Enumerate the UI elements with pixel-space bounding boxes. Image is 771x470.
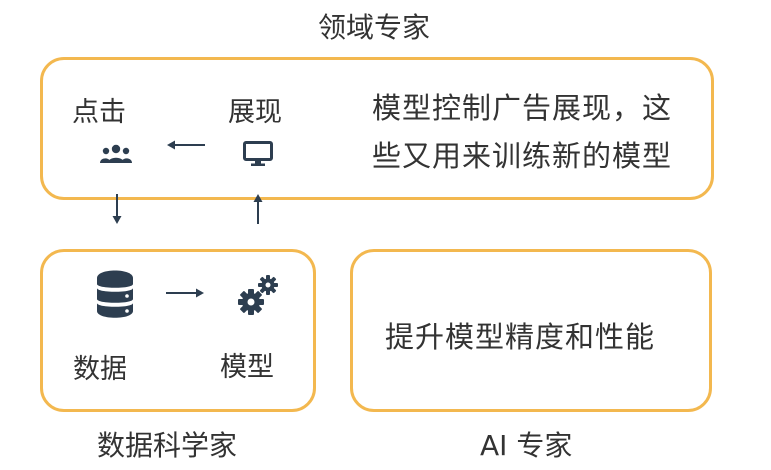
arrow-right-icon [166,288,204,298]
data-scientist-title: 数据科学家 [97,429,238,462]
domain-expert-box [40,57,714,200]
data-label: 数据 [73,354,127,385]
arrow-down-icon [112,194,122,224]
users-icon [100,144,132,163]
ai-expert-title: AI 专家 [480,429,573,462]
database-icon [97,270,133,318]
display-label: 展现 [228,97,282,128]
click-label: 点击 [72,97,126,128]
arrow-left-icon [167,140,205,150]
monitor-icon [243,141,273,166]
ai-box-text: 提升模型精度和性能 [385,320,656,354]
ai-expert-box [350,249,712,412]
description-line-1: 模型控制广告展现，这 [372,91,673,125]
model-label: 模型 [220,352,274,383]
domain-experts-title: 领域专家 [318,11,431,44]
arrow-up-icon [253,194,263,224]
gears-icon [238,275,278,315]
description-line-2: 些又用来训练新的模型 [372,139,673,173]
